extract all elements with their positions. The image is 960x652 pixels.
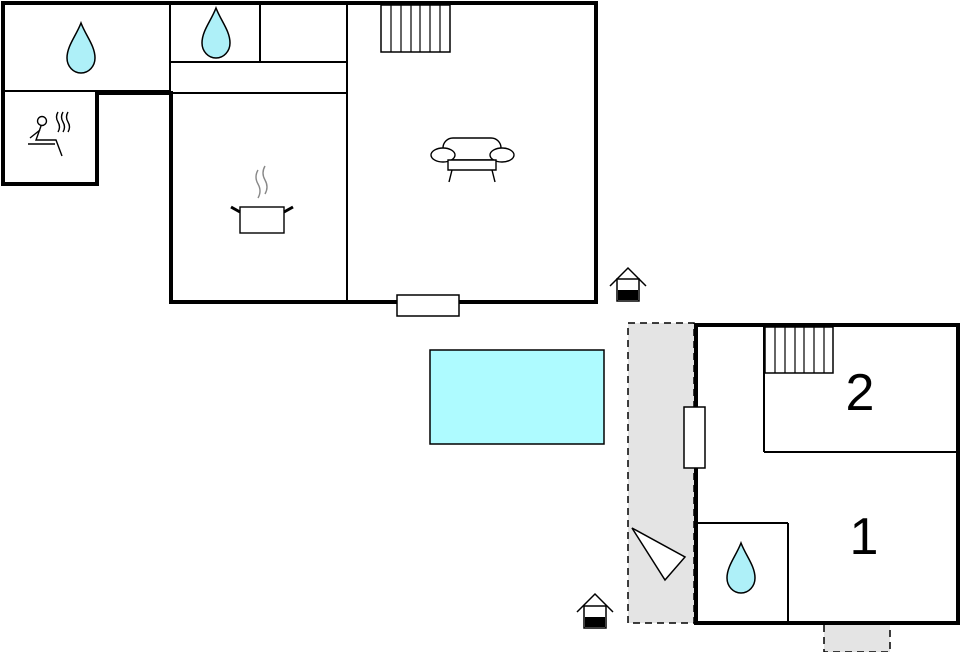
- entrance-icon: [609, 266, 647, 302]
- room-number-1: 1: [850, 508, 879, 566]
- annex-building: [683, 323, 960, 625]
- terrace-area: [627, 322, 695, 624]
- room-number-2: 2: [846, 364, 875, 422]
- terrace-icon: [631, 527, 687, 582]
- stairs-icon: [380, 4, 451, 53]
- door: [683, 406, 706, 469]
- annex-walls: [694, 323, 960, 625]
- stairs-icon: [764, 326, 834, 374]
- main-building: [1, 1, 598, 317]
- sauna-icon: [28, 111, 71, 157]
- sofa-icon: [430, 137, 515, 183]
- water-drop-icon: [201, 5, 231, 59]
- kitchen-pot-icon: [230, 165, 294, 234]
- water-drop-icon: [726, 540, 756, 594]
- swimming-pool: [429, 349, 605, 445]
- door: [396, 294, 460, 317]
- water-drop-icon: [66, 20, 96, 74]
- entrance-icon: [576, 592, 614, 629]
- terrace-area: [823, 623, 891, 652]
